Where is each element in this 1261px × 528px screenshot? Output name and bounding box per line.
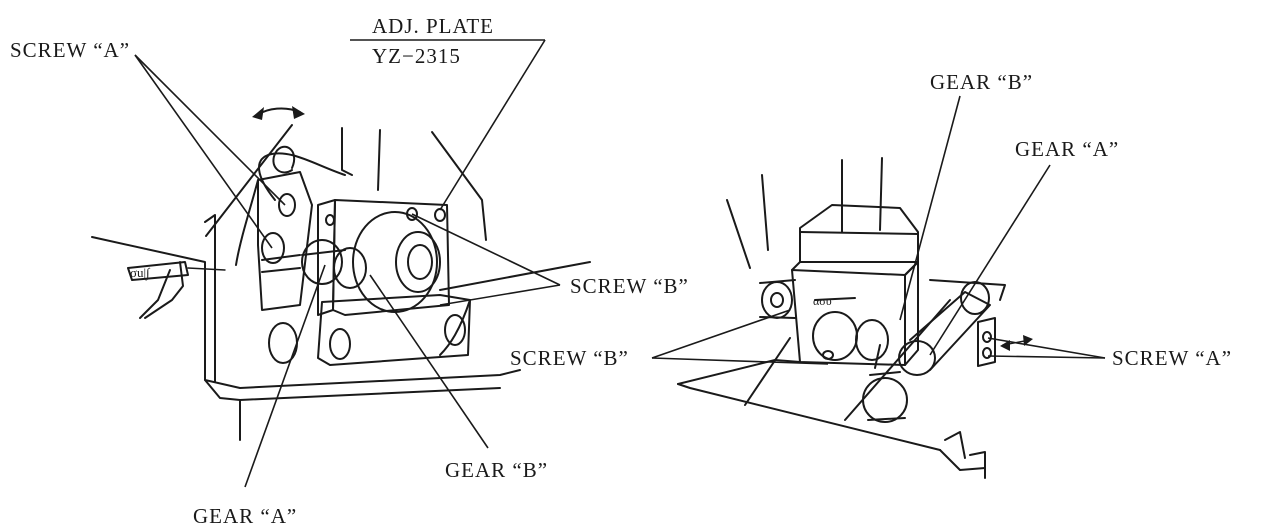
leader-screw-b-left-1 [411,213,561,286]
right-leader-lines [651,95,1106,365]
left-leader-lines [134,39,561,488]
screw-b-right-label: SCREW “B” [510,346,629,370]
leader-gear-a-right [929,164,1051,356]
leader-screw-a-left-2 [134,54,273,249]
leader-gear-b-right [899,95,961,321]
leader-screw-b-right-2 [651,357,829,365]
gear-a-right-label: GEAR “A” [1015,137,1120,161]
screw-b-left-label: SCREW “B” [570,274,689,298]
gear-b-left-label: GEAR “B” [445,458,549,482]
leader-adj-plate [439,39,546,211]
leader-screw-a-right-1 [987,337,1106,359]
leader-gear-a-left [244,264,326,488]
right-assembly-drawing: ασυ [677,157,1033,479]
gear-a-left-label: GEAR “A” [193,504,298,528]
leader-screw-a-right-2 [987,355,1106,359]
adj-plate-label: ADJ. PLATE [372,14,495,38]
leader-screw-a-left-1 [134,54,286,206]
leader-screw-b-right-1 [651,309,791,359]
left-assembly-drawing: σu|∫ [91,106,591,441]
screw-a-left-label: SCREW “A” [10,38,131,62]
leader-screw-b-left-2 [439,284,561,306]
part-number-label: YZ−2315 [372,44,461,68]
svg-text:σu|∫: σu|∫ [130,265,151,281]
screw-a-right-label: SCREW “A” [1112,346,1233,370]
gear-b-right-label: GEAR “B” [930,70,1034,94]
leader-gear-b-left [369,274,489,449]
svg-text:ασυ: ασυ [813,294,832,308]
